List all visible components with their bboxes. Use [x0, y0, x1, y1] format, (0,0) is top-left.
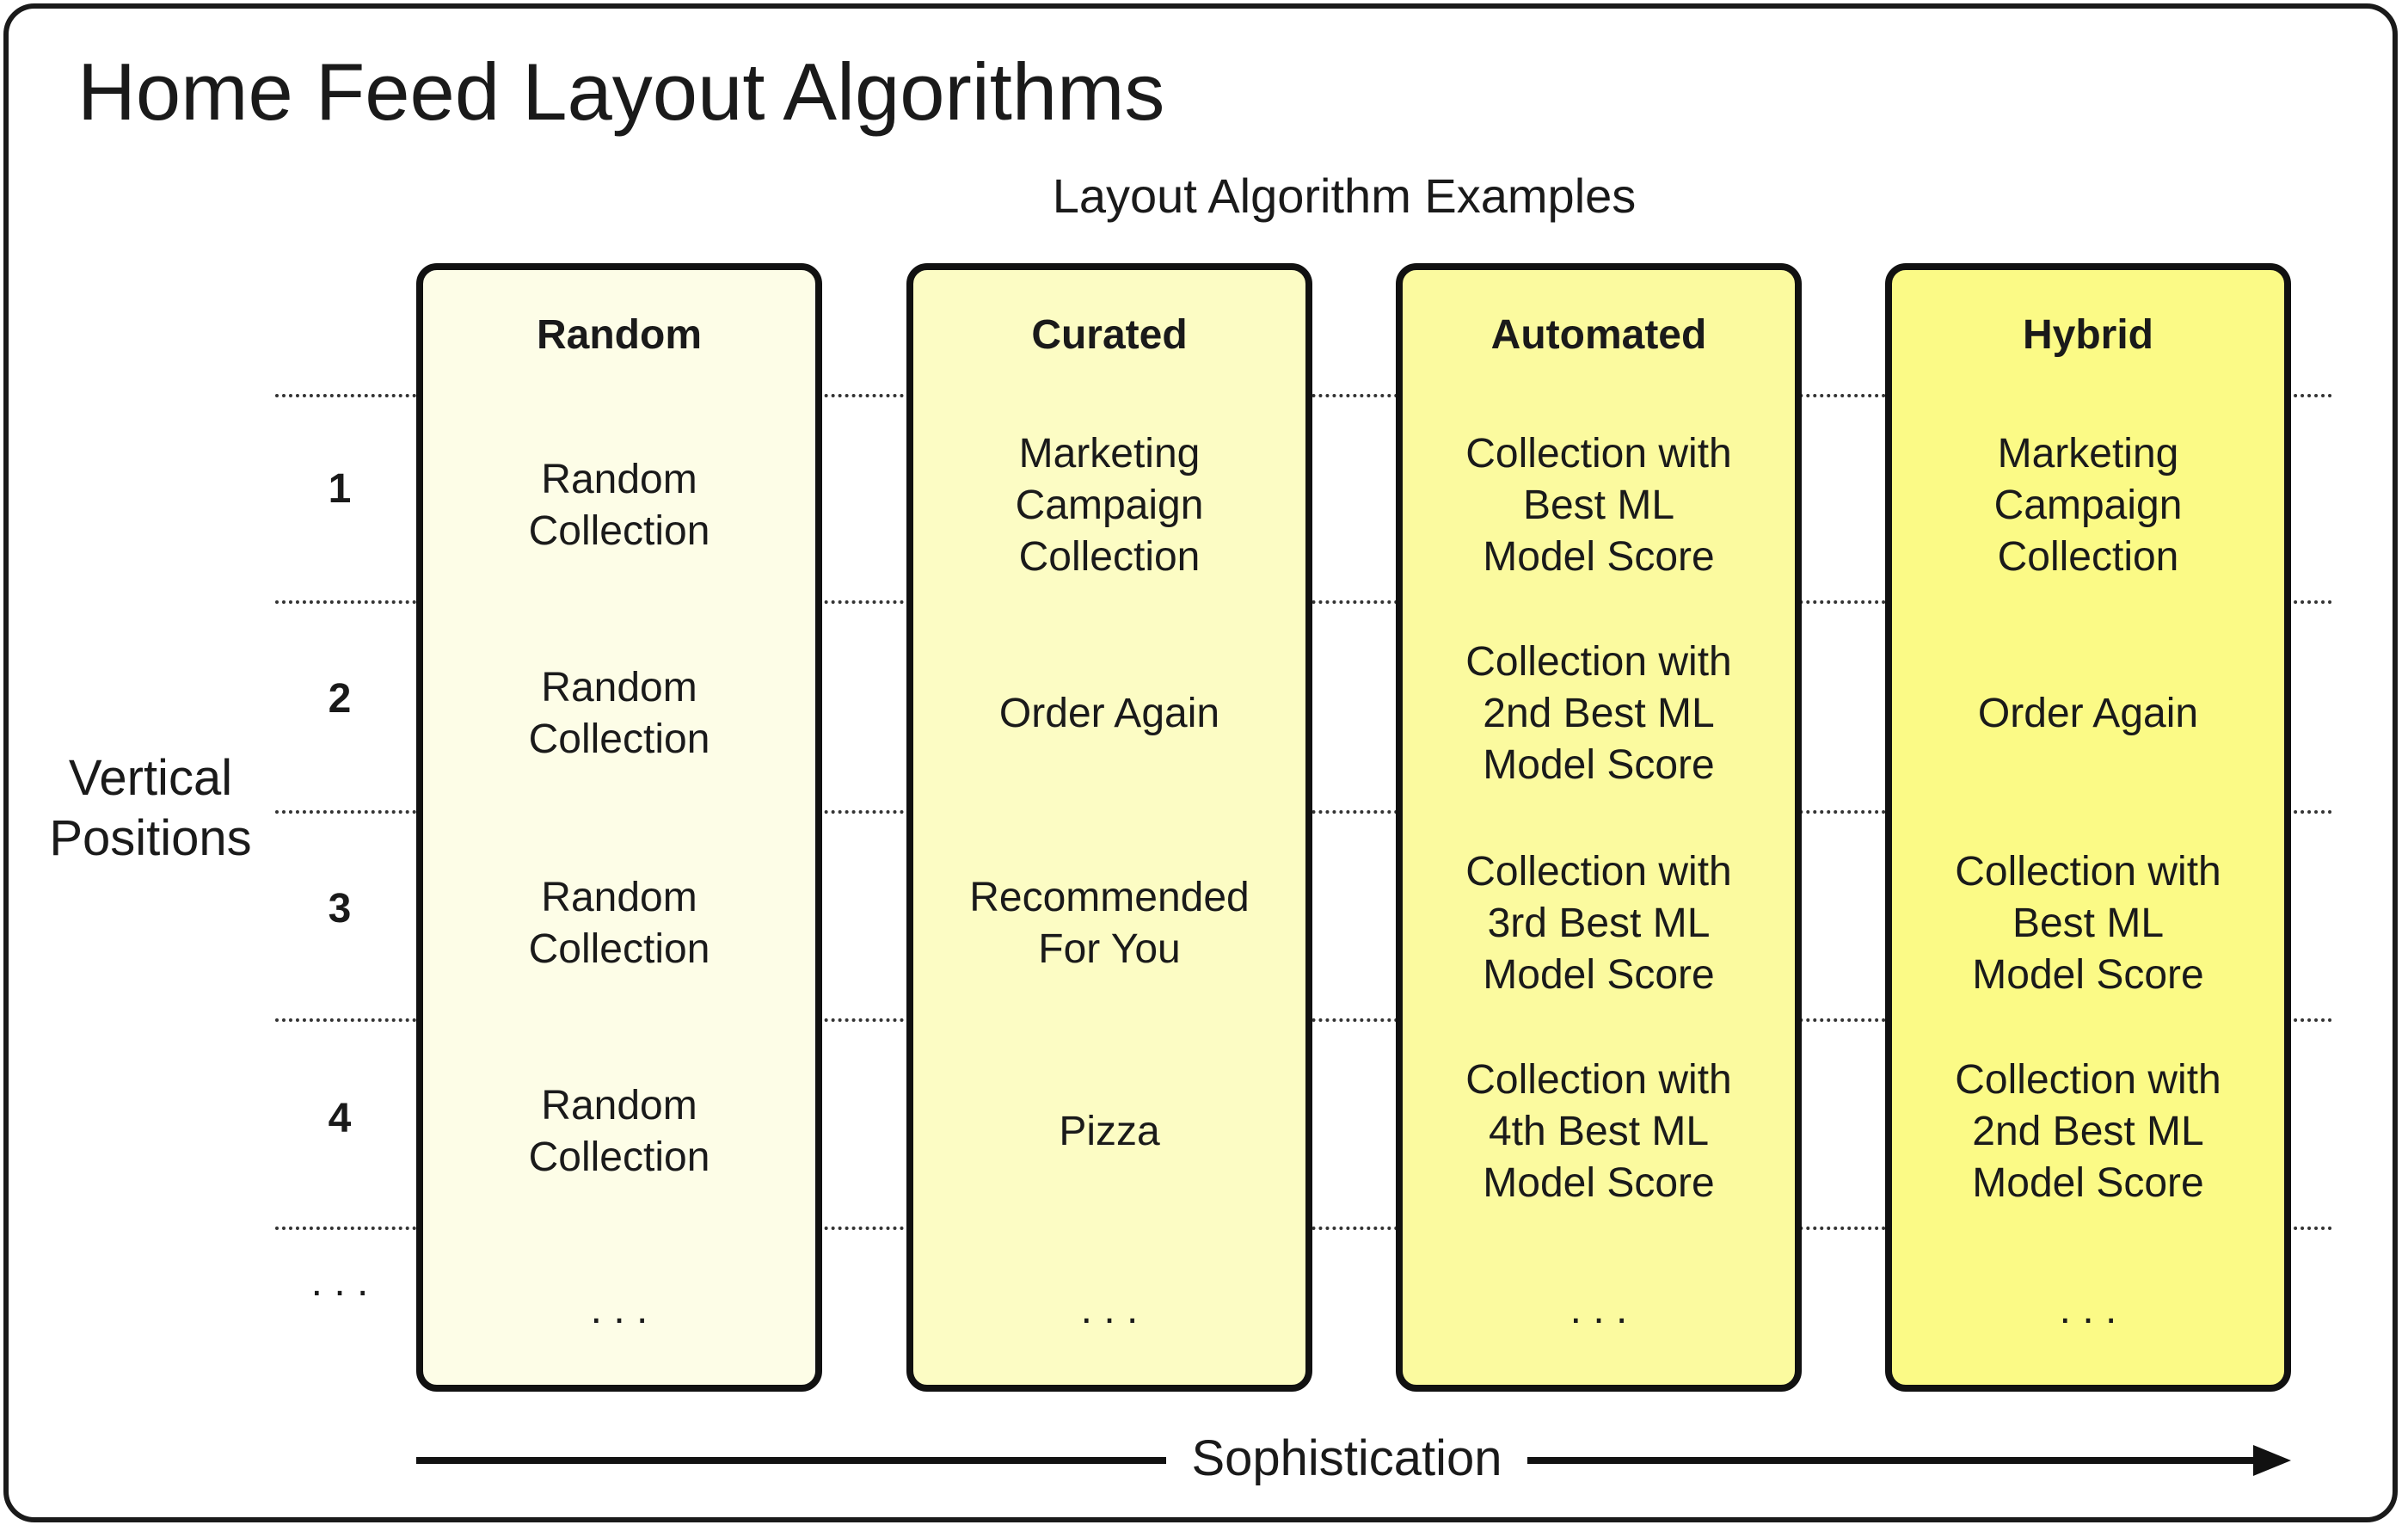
column-cell: Collection with Best ML Model Score [1465, 431, 1732, 580]
row-label-4: 4 [328, 1095, 352, 1141]
row-label-3: 3 [328, 885, 352, 932]
column-cell: Collection with 2nd Best ML Model Score [1955, 1057, 2221, 1206]
arrow-head-icon [2253, 1445, 2291, 1476]
column-cell: Random Collection [528, 457, 710, 554]
column-header: Curated [1031, 312, 1188, 358]
column-cell: . . . [1570, 1287, 1628, 1332]
column-cell: Random Collection [528, 665, 710, 762]
column-cell: Marketing Campaign Collection [1015, 431, 1204, 580]
column-cell: . . . [2059, 1287, 2117, 1332]
column-cell: Collection with 3rd Best ML Model Score [1465, 849, 1732, 998]
column-cell: Random Collection [528, 875, 710, 972]
column-cell: . . . [1080, 1287, 1139, 1332]
row-label-ellipsis: . . . [310, 1258, 369, 1305]
diagram-subtitle: Layout Algorithm Examples [1052, 169, 1637, 223]
column-cell: Collection with 2nd Best ML Model Score [1465, 639, 1732, 788]
y-axis-label: Vertical Positions [49, 750, 252, 866]
column-header: Automated [1490, 312, 1707, 358]
column-header: Random [537, 312, 702, 358]
row-label-2: 2 [328, 675, 352, 722]
diagram-frame [3, 3, 2398, 1522]
column-cell: Marketing Campaign Collection [1993, 431, 2183, 580]
diagram-title: Home Feed Layout Algorithms [77, 46, 1165, 137]
sophistication-label: Sophistication [1166, 1428, 1527, 1490]
column-cell: Order Again [998, 691, 1220, 736]
column-cell: Collection with Best ML Model Score [1955, 849, 2221, 998]
column-cell: Random Collection [528, 1083, 710, 1180]
row-label-1: 1 [328, 465, 352, 512]
column-header: Hybrid [2022, 312, 2153, 358]
column-cell: Pizza [1059, 1109, 1160, 1154]
column-cell: Recommended For You [969, 875, 1250, 972]
column-cell: Collection with 4th Best ML Model Score [1465, 1057, 1732, 1206]
column-cell: Order Again [1977, 691, 2199, 736]
column-cell: . . . [590, 1287, 648, 1332]
